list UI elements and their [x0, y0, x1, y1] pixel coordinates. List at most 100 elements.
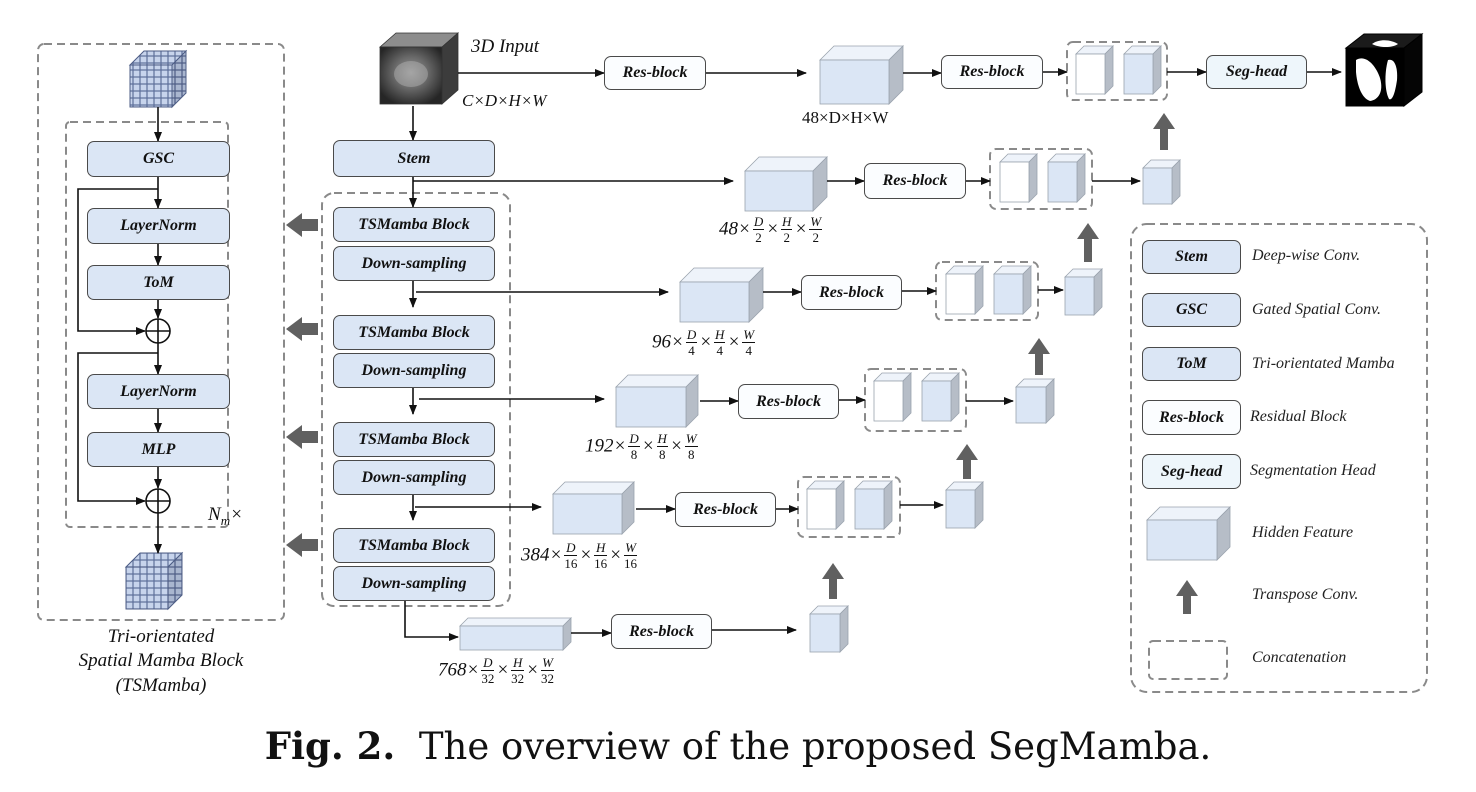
concat-level1-skip [1047, 161, 1078, 203]
legend-transpose-conv-arrow [1176, 580, 1198, 614]
concat-level1-skip-side [1076, 153, 1086, 203]
repeat-n: N [208, 504, 221, 525]
hidden-feature-0 [819, 59, 890, 105]
concat-level0-skip-side [1152, 45, 1162, 95]
concat-level0-upsampled-side [1104, 45, 1114, 95]
mask-region-left [1356, 58, 1382, 101]
times-sign: × [579, 544, 593, 566]
input-dims: C×D×H×W [462, 91, 547, 110]
detail-link-arrow-3 [286, 425, 318, 449]
legend-desc-transpose-conv: Transpose Conv. [1252, 586, 1359, 603]
down-sampling-4: Down-sampling [333, 566, 495, 601]
concat-level2-upsampled [945, 273, 976, 315]
down-sampling-3: Down-sampling [333, 460, 495, 495]
feature-channels: 768× [438, 659, 480, 681]
tsmamba-block-2: TSMamba Block [333, 315, 495, 350]
legend-key-stem: Stem [1142, 240, 1241, 274]
legend-concatenation-box [1148, 640, 1228, 680]
legend-key-gsc: GSC [1142, 293, 1241, 327]
concat-level1-upsampled-side [1028, 153, 1038, 203]
legend-desc-seg-head: Segmentation Head [1250, 462, 1376, 479]
layernorm-module-1: LayerNorm [87, 208, 230, 244]
times-sign: × [609, 544, 622, 566]
legend-key-res-block: Res-block [1142, 400, 1241, 435]
repeat-count-label: Nm× [208, 504, 243, 529]
hidden-feature-5 [459, 625, 564, 651]
feature-channels: 96× [652, 331, 684, 353]
res-block-level0: Res-block [604, 56, 706, 90]
concat-level3-skip-side [950, 372, 960, 422]
tsmamba-block-4: TSMamba Block [333, 528, 495, 563]
skip-connection-2 [77, 352, 158, 505]
upsample-cube-5-side [839, 605, 849, 653]
detail-link-arrow-2 [286, 317, 318, 341]
concat-level4-skip [854, 488, 885, 530]
tsmamba-detail-frame [37, 43, 285, 621]
concat-level2-skip [993, 273, 1024, 315]
tom-module: ToM [87, 265, 230, 300]
upsample-cube-3-side [1045, 378, 1055, 424]
tsmamba-repeat-frame [65, 121, 229, 528]
upsample-cube-1 [1142, 167, 1173, 205]
detail-link-arrow-1 [286, 213, 318, 237]
res-block-level4: Res-block [675, 492, 776, 527]
res-block-level1: Res-block [864, 163, 966, 199]
concat-level4-upsampled-side [835, 480, 845, 530]
concat-level0-upsampled [1075, 53, 1106, 95]
input-volume-highlight [394, 61, 428, 87]
tsmamba-block-3: TSMamba Block [333, 422, 495, 457]
transpose-conv-arrow-3 [1028, 338, 1050, 375]
concat-level3-skip [921, 380, 952, 422]
concat-level2-skip-side [1022, 265, 1032, 315]
times-sign: × [496, 659, 510, 681]
concat-level1-upsampled [999, 161, 1030, 203]
res-block-level0-b: Res-block [941, 55, 1043, 89]
down-sampling-2: Down-sampling [333, 353, 495, 388]
gsc-module: GSC [87, 141, 230, 177]
output-token-cube [125, 566, 169, 610]
repeat-sub: m [220, 512, 231, 528]
repeat-times: × [230, 504, 243, 525]
legend-hidden-feature-cube [1146, 519, 1218, 561]
upsample-cube-2 [1064, 276, 1095, 316]
tsmamba-block-1: TSMamba Block [333, 207, 495, 242]
figure-caption: Fig. 2. The overview of the proposed Seg… [0, 724, 1476, 768]
legend-desc-gsc: Gated Spatial Conv. [1252, 301, 1382, 318]
times-sign: × [669, 435, 683, 457]
times-sign: × [727, 331, 741, 353]
transpose-conv-arrow-4 [956, 444, 978, 479]
concat-level0-skip [1123, 53, 1154, 95]
mlp-module: MLP [87, 432, 230, 467]
down-sampling-1: Down-sampling [333, 246, 495, 281]
upsample-cube-1-side [1171, 159, 1181, 205]
skip-connection-1 [77, 188, 158, 335]
feature-dims-0: 48×D×H×W [802, 108, 889, 127]
concat-level4-skip-side [883, 480, 893, 530]
times-sign: × [641, 435, 655, 457]
hidden-feature-4-top [552, 481, 635, 495]
hidden-feature-3 [615, 386, 687, 428]
upsample-cube-3 [1015, 386, 1047, 424]
feature-channels: 384× [521, 544, 563, 566]
times-sign: × [766, 218, 780, 240]
concat-level2-upsampled-side [974, 265, 984, 315]
times-sign: × [699, 331, 713, 353]
legend-desc-stem: Deep-wise Conv. [1252, 247, 1361, 264]
hidden-feature-5-top [459, 617, 572, 627]
seg-head-module: Seg-head [1206, 55, 1307, 89]
